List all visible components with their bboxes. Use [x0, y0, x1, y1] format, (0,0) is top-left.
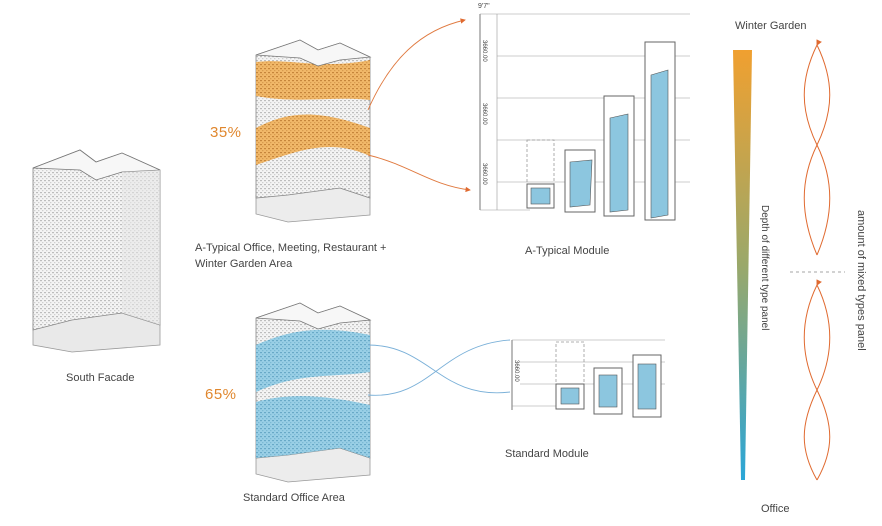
- standard-area-label: Standard Office Area: [243, 492, 345, 504]
- dimension-label-1: 3660.00: [481, 40, 487, 62]
- dimension-label-2: 3660.00: [481, 103, 487, 125]
- south-facade-tower: [32, 149, 161, 353]
- atypical-module-drawing: [479, 13, 690, 221]
- mixed-panel-curve: [803, 39, 831, 481]
- atypical-module-label: A-Typical Module: [525, 245, 610, 257]
- depth-gradient-bar: [733, 50, 752, 480]
- dimension-label-4: 3660.00: [513, 360, 519, 382]
- standard-tower: [255, 302, 372, 483]
- winter-garden-label: Winter Garden: [735, 20, 807, 32]
- dimension-top-tick: 9'7": [478, 3, 490, 10]
- office-label: Office: [761, 503, 790, 515]
- dimension-label-3: 3660.00: [481, 163, 487, 185]
- standard-module-label: Standard Module: [505, 448, 589, 460]
- atypical-percentage: 35%: [210, 124, 242, 141]
- standard-module-drawing: [511, 339, 665, 418]
- mixed-panels-label: amount of mixed types panel: [855, 210, 867, 351]
- standard-percentage: 65%: [205, 386, 237, 403]
- connector-lines: [367, 18, 511, 396]
- south-facade-label: South Facade: [66, 372, 135, 384]
- atypical-tower: [255, 39, 372, 223]
- depth-panel-label: Depth of different type panel: [759, 205, 770, 331]
- atypical-area-label-line2: Winter Garden Area: [195, 258, 293, 270]
- atypical-area-label-line1: A-Typical Office, Meeting, Restaurant +: [195, 242, 387, 254]
